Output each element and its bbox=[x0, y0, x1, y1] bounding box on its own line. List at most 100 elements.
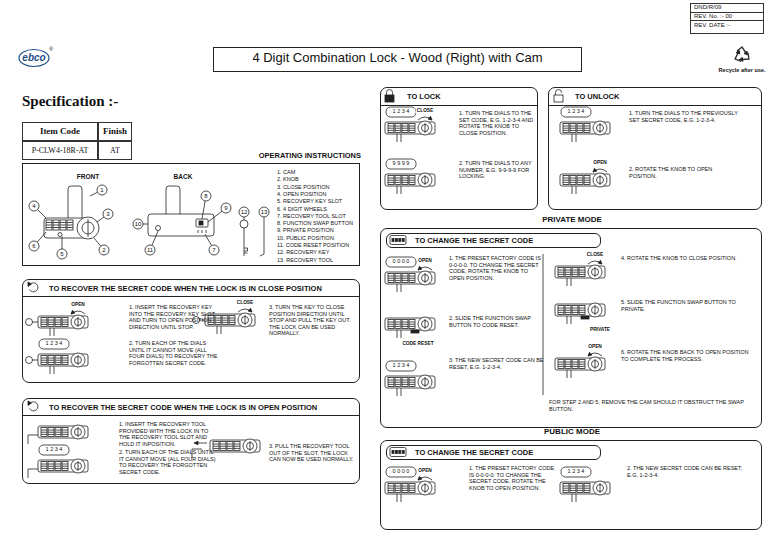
knob bbox=[418, 173, 432, 187]
body-text: TO CHANGE THE SECRET CODE bbox=[386, 445, 601, 460]
cam bbox=[166, 186, 180, 216]
instruction-section: TO RECOVER THE SECRET CODE WHEN THE LOCK… bbox=[22, 398, 360, 484]
wheel-rib bbox=[565, 310, 571, 311]
digit-wheel bbox=[48, 318, 54, 327]
digit-wheel bbox=[395, 378, 401, 387]
arrow-head bbox=[593, 168, 597, 172]
body-text: REV. DATE :- bbox=[691, 21, 763, 30]
wheel-rib bbox=[234, 444, 240, 445]
wheel-rib bbox=[229, 318, 235, 319]
wheel-rib bbox=[213, 448, 219, 449]
turn-arrow bbox=[71, 311, 85, 314]
wheel-rib bbox=[388, 490, 394, 491]
dial-frame bbox=[39, 445, 69, 455]
dial-frame bbox=[561, 107, 591, 117]
body-text: 1. TURN THE DIALS TO THE PREVIOUSLY SET … bbox=[629, 110, 741, 123]
body-text: 7. RECOVERY TOOL SLOT bbox=[277, 213, 361, 220]
body-text: Finish bbox=[98, 122, 132, 141]
keypad-dot bbox=[392, 239, 394, 242]
wheel-rib bbox=[577, 486, 583, 487]
wheel-rib bbox=[48, 320, 54, 321]
body-text: 11. CODE RESET POSITION bbox=[277, 242, 361, 249]
wheel-rib bbox=[53, 225, 59, 226]
digit-wheel bbox=[558, 306, 564, 315]
specification-table: Specification :-Item CodeFinishP-CLW4-18… bbox=[22, 122, 132, 164]
mount-line bbox=[401, 284, 402, 292]
digit-wheel bbox=[388, 176, 394, 185]
knob-grip bbox=[425, 319, 426, 329]
lock-body bbox=[38, 426, 88, 438]
wheel-rib bbox=[46, 227, 52, 228]
wheel-rib bbox=[558, 270, 564, 271]
wheel-rib bbox=[402, 180, 408, 181]
position-word: OPEN bbox=[417, 259, 433, 264]
digit-wheel bbox=[215, 316, 221, 325]
keypad-icon bbox=[390, 448, 406, 457]
lock-figure bbox=[26, 353, 89, 374]
recovery-tool bbox=[260, 220, 264, 256]
wheel-rib bbox=[213, 446, 219, 447]
knob-grip bbox=[88, 219, 89, 237]
digit-wheel bbox=[579, 306, 585, 315]
wheel-rib bbox=[402, 490, 408, 491]
knob-grip bbox=[425, 273, 426, 283]
lock-body bbox=[560, 174, 610, 186]
wheel-rib bbox=[584, 126, 590, 127]
body-text: 3. THE NEW SECRET CODE CAN BE RESET, E.G… bbox=[449, 357, 544, 370]
knob bbox=[71, 315, 85, 329]
wheel-rib bbox=[577, 128, 583, 129]
mount-line bbox=[567, 316, 568, 324]
arrow-head bbox=[418, 266, 422, 270]
wheel-rib bbox=[55, 322, 61, 323]
wheel-rib bbox=[55, 360, 61, 361]
wheel-rib bbox=[572, 272, 578, 273]
wheel-rib bbox=[229, 322, 235, 323]
mount-line bbox=[576, 494, 577, 502]
wheel-rib bbox=[234, 448, 240, 449]
wheel-rib bbox=[577, 178, 583, 179]
wheel-rib bbox=[41, 320, 47, 321]
swap-button bbox=[411, 330, 419, 333]
callout-circle bbox=[201, 191, 211, 201]
wheel-rib bbox=[402, 128, 408, 129]
body-text: 5. SLIDE THE FUNCTION SWAP BUTTON TO PRI… bbox=[621, 299, 753, 312]
heading-text: PUBLIC MODE bbox=[381, 427, 763, 437]
wheel-rib bbox=[41, 468, 47, 469]
wheel-rib bbox=[558, 362, 564, 363]
wheel-rib bbox=[62, 432, 68, 433]
wheel-rib bbox=[402, 380, 408, 381]
body-text: FOR STEP 2 AND 5, REMOVE THE CAM SHOULD … bbox=[549, 399, 757, 412]
wheel-rib bbox=[563, 126, 569, 127]
wheel-rib bbox=[62, 430, 68, 431]
keypad-dot bbox=[395, 451, 397, 454]
body-text: AT bbox=[98, 141, 132, 160]
knob-grip bbox=[595, 359, 596, 369]
wheel-rib bbox=[409, 276, 415, 277]
wheel-rib bbox=[41, 464, 47, 465]
wheel-rib bbox=[565, 270, 571, 271]
digit-wheel bbox=[579, 360, 585, 369]
recycle-arc bbox=[733, 53, 743, 64]
wheel-rib bbox=[62, 358, 68, 359]
turn-arrow bbox=[238, 309, 252, 312]
lock-body bbox=[555, 304, 605, 316]
wheel-rib bbox=[62, 468, 68, 469]
callout-number: 8 bbox=[204, 193, 207, 199]
wheel-rib bbox=[395, 178, 401, 179]
body-text: 2. KNOB bbox=[277, 176, 361, 183]
leader-line bbox=[202, 201, 205, 219]
callout-circle bbox=[145, 245, 155, 255]
position-word: CLOSE bbox=[586, 253, 605, 258]
leader-line bbox=[205, 234, 212, 246]
column-divider bbox=[543, 254, 544, 395]
wheel-rib bbox=[388, 380, 394, 381]
callout-number: 10 bbox=[135, 221, 142, 227]
digit-wheel bbox=[55, 356, 61, 365]
title-box: 4 Digit Combination Lock - Wood (Right) … bbox=[213, 47, 582, 72]
mount-line bbox=[217, 326, 218, 334]
body-text: 12. RECOVERY KEY bbox=[277, 249, 361, 256]
digit-wheel bbox=[402, 274, 408, 283]
digit-wheel bbox=[395, 484, 401, 493]
digit-wheel bbox=[570, 484, 576, 493]
